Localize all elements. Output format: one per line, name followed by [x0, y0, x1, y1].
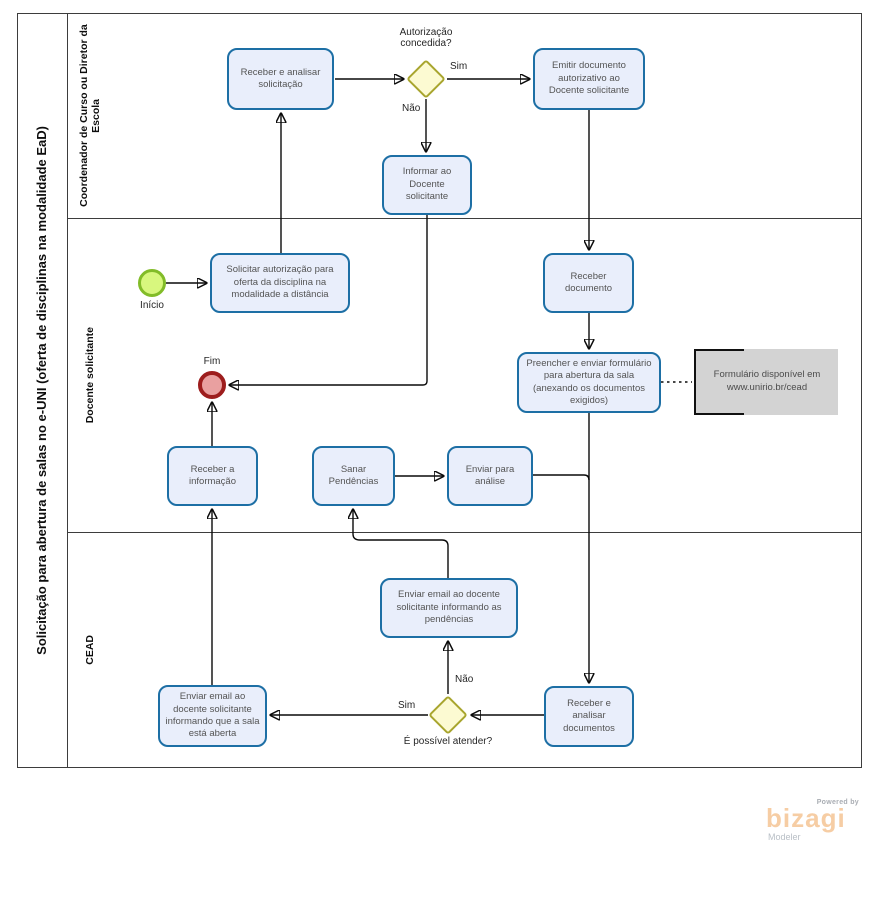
- gateway-atender-label: É possível atender?: [403, 736, 493, 747]
- gateway-autorizacao-label: Autorização concedida?: [399, 27, 453, 49]
- lane-cead: CEAD: [67, 532, 861, 767]
- process-pool: Solicitação para abertura de salas no e-…: [17, 13, 862, 768]
- pool-title-strip: Solicitação para abertura de salas no e-…: [18, 14, 68, 767]
- task-solicitar-autorizacao[interactable]: Solicitar autorização para oferta da dis…: [210, 253, 350, 313]
- gateway-atender-sim-label: Sim: [398, 700, 416, 711]
- start-event[interactable]: [138, 269, 166, 297]
- task-enviar-email-pendencias[interactable]: Enviar email ao docente solicitante info…: [380, 578, 518, 638]
- bizagi-logo: Powered by bizagi Modeler: [766, 799, 862, 849]
- gateway-autorizacao-sim-label: Sim: [450, 61, 468, 72]
- end-event[interactable]: [198, 371, 226, 399]
- task-receber-analisar-solicitacao[interactable]: Receber e analisar solicitação: [227, 48, 334, 110]
- gateway-autorizacao-nao-label: Não: [402, 103, 421, 114]
- lane-label-cead: CEAD: [83, 635, 96, 665]
- lanes: Coordenador de Curso ou Diretor da Escol…: [67, 14, 861, 767]
- task-sanar-pendencias[interactable]: Sanar Pendências: [312, 446, 395, 506]
- task-enviar-para-analise[interactable]: Enviar para análise: [447, 446, 533, 506]
- pool-title: Solicitação para abertura de salas no e-…: [34, 126, 50, 655]
- bizagi-wordmark: bizagi: [766, 803, 846, 833]
- task-preencher-enviar-formulario[interactable]: Preencher e enviar formulário para abert…: [517, 352, 661, 413]
- task-enviar-email-sala-aberta[interactable]: Enviar email ao docente solicitante info…: [158, 685, 267, 747]
- end-event-label: Fim: [203, 356, 221, 367]
- lane-label-coordenador: Coordenador de Curso ou Diretor da Escol…: [77, 24, 102, 208]
- lane-docente: Docente solicitante: [67, 218, 861, 532]
- task-receber-analisar-documentos[interactable]: Receber e analisar documentos: [544, 686, 634, 747]
- task-emitir-documento[interactable]: Emitir documento autorizativo ao Docente…: [533, 48, 645, 110]
- task-informar-docente[interactable]: Informar ao Docente solicitante: [382, 155, 472, 215]
- gateway-atender-nao-label: Não: [455, 674, 474, 685]
- task-receber-documento[interactable]: Receber documento: [543, 253, 634, 313]
- start-event-label: Início: [140, 300, 164, 311]
- task-receber-informacao[interactable]: Receber a informação: [167, 446, 258, 506]
- powered-by-text: Powered by: [816, 799, 859, 806]
- modeler-text: Modeler: [768, 832, 801, 842]
- lane-label-docente: Docente solicitante: [83, 327, 96, 424]
- annotation-formulario: Formulário disponível em www.unirio.br/c…: [694, 349, 838, 415]
